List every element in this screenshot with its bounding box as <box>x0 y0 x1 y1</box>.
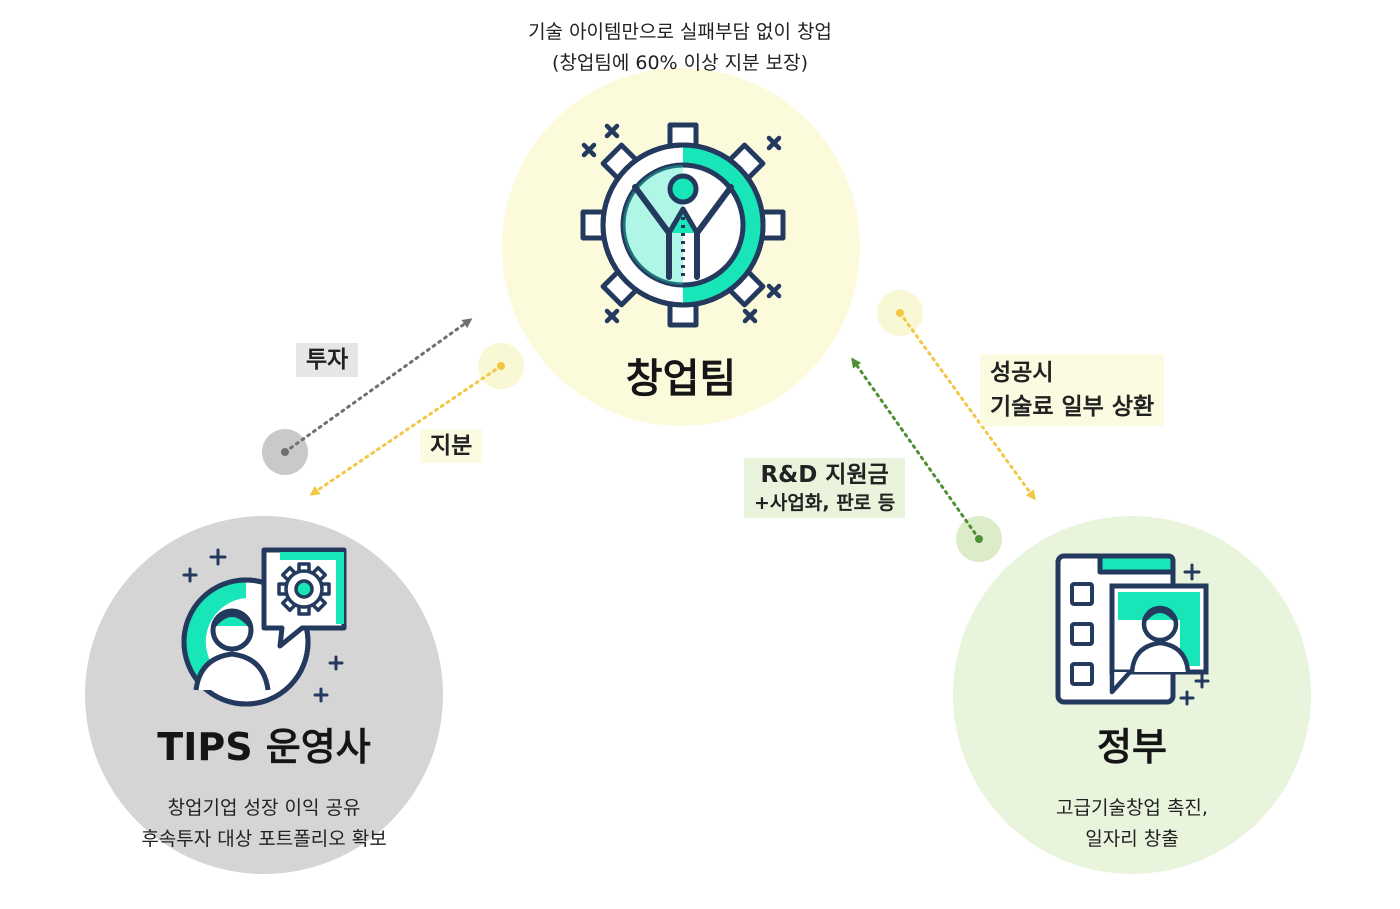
investment-label: 투자 <box>296 343 359 377</box>
royalty-label: 성공시 기술료 일부 상환 <box>980 354 1165 426</box>
investment-arrow <box>281 318 473 456</box>
person-gear-chat-icon <box>181 547 347 707</box>
caption-line-2: (창업팀에 60% 이상 지분 보장) <box>551 52 808 74</box>
caption-line-1: 기술 아이템만으로 실패부담 없이 창업 <box>528 21 832 43</box>
rnd-arrow <box>851 357 983 543</box>
gov-desc: 고급기술창업 촉진, 일자리 창출 <box>982 793 1282 855</box>
gov-desc-line-1: 고급기술창업 촉진, <box>1056 797 1208 819</box>
rnd-label: R&D 지원금 +사업화, 판로 등 <box>744 458 906 518</box>
rnd-label-main: R&D 지원금 <box>760 462 889 488</box>
clipboard-person-icon <box>1055 553 1210 706</box>
royalty-label-line-1: 성공시 <box>990 360 1054 386</box>
tips-title: TIPS 운영사 <box>157 725 371 769</box>
rnd-label-sub: +사업화, 판로 등 <box>754 492 896 514</box>
tips-desc-line-2: 후속투자 대상 포트폴리오 확보 <box>141 828 387 850</box>
royalty-arrow <box>896 309 1036 501</box>
tips-desc-line-1: 창업기업 성장 이익 공유 <box>167 797 361 819</box>
startup-benefit-caption: 기술 아이템만으로 실패부담 없이 창업 (창업팀에 60% 이상 지분 보장) <box>430 17 930 79</box>
royalty-label-line-2: 기술료 일부 상환 <box>990 394 1155 420</box>
gov-title: 정부 <box>1097 725 1167 769</box>
equity-arrow <box>309 362 505 496</box>
startup-title: 창업팀 <box>625 356 737 402</box>
gov-desc-line-2: 일자리 창출 <box>1085 828 1179 850</box>
gear-person-icon <box>580 122 786 328</box>
equity-label: 지분 <box>420 429 483 463</box>
tips-desc: 창업기업 성장 이익 공유 후속투자 대상 포트폴리오 확보 <box>114 793 414 855</box>
